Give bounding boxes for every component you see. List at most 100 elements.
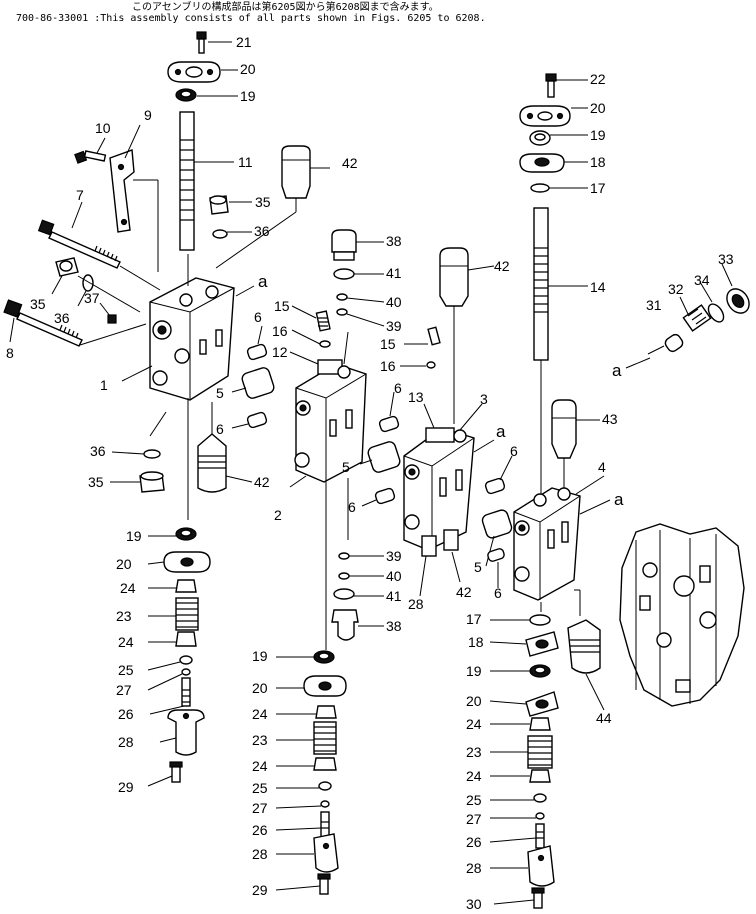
label-20-b: 20: [116, 556, 132, 572]
part-37-plug: [107, 314, 117, 324]
label-15: 15: [274, 298, 290, 314]
label-17: 17: [466, 611, 482, 627]
part-6-o-ring-mid: [378, 415, 400, 433]
part-24-retainer-mid-2: [313, 757, 337, 771]
label-a-2: a: [612, 361, 622, 380]
label-12: 12: [272, 344, 288, 360]
part-25-spacer-right: [533, 793, 547, 803]
part-40-washer: [336, 293, 348, 301]
part-24-retainer-right-2: [529, 769, 551, 783]
label-39: 39: [386, 318, 402, 334]
label-1: 1: [100, 377, 108, 393]
part-39-o-ring-low: [338, 552, 350, 560]
label-24-d: 24: [466, 716, 482, 732]
label-24-b: 24: [118, 634, 134, 650]
part-26-bolt: [181, 677, 191, 707]
label-23-b: 23: [252, 732, 268, 748]
label-30: 30: [466, 896, 482, 912]
label-32: 32: [668, 281, 684, 297]
part-32-spring: [682, 304, 712, 332]
middle-stack: [275, 229, 401, 895]
part-39-o-ring: [336, 308, 348, 316]
label-31: 31: [646, 297, 662, 313]
label-13: 13: [408, 389, 424, 405]
part-30-bolt: [533, 891, 543, 909]
label-19-b: 19: [126, 528, 142, 544]
part-38-plug-low: [331, 609, 359, 641]
label-19-d: 19: [466, 663, 482, 679]
label-4: 4: [598, 459, 606, 475]
label-21: 21: [236, 34, 252, 50]
label-2: 2: [274, 507, 282, 523]
label-34: 34: [694, 272, 710, 288]
part-25-spacer-mid: [318, 781, 332, 791]
label-10: 10: [95, 120, 111, 136]
part-21-bolt-head: [196, 31, 207, 40]
part-5-gasket-center: [481, 509, 513, 539]
label-29: 29: [118, 779, 134, 795]
part-21-bolt-shank: [198, 38, 205, 54]
label-42-b: 42: [494, 258, 510, 274]
label-35-c: 35: [88, 474, 104, 490]
center-stack: [400, 247, 513, 597]
label-33: 33: [718, 251, 734, 267]
label-25-c: 25: [466, 792, 482, 808]
label-20-d: 20: [466, 693, 482, 709]
part-28-cap-right: [527, 845, 555, 887]
label-9: 9: [144, 107, 152, 123]
part-41-o-ring-low: [333, 588, 355, 600]
label-36: 36: [254, 223, 270, 239]
label-40-b: 40: [386, 568, 402, 584]
label-41: 41: [386, 265, 402, 281]
label-16: 16: [272, 323, 288, 339]
label-26: 26: [118, 706, 134, 722]
label-20-c: 20: [252, 680, 268, 696]
assembled-valve-outline: [619, 523, 745, 707]
label-18: 18: [468, 634, 484, 650]
part-28-cap-mid: [313, 833, 339, 873]
part-23-spring: [175, 597, 199, 631]
part-16-o-ring: [319, 340, 331, 348]
label-28-b: 28: [408, 596, 424, 612]
part-24-retainer-2: [175, 631, 197, 647]
part-5-gasket: [241, 367, 275, 399]
label-41-b: 41: [386, 588, 402, 604]
header-japanese-note: このアセンブリの構成部品は第6205図から第6208図まで含みます。: [132, 2, 439, 13]
part-11-spool: [179, 111, 195, 251]
label-5-b: 5: [342, 459, 350, 475]
label-40: 40: [386, 294, 402, 310]
part-42-relief-valve-low: [197, 433, 227, 493]
part-3-valve-body: [403, 427, 475, 551]
a-arrows: [235, 285, 651, 515]
label-20: 20: [240, 61, 256, 77]
part-9-bracket: [109, 149, 135, 233]
callout-labels: 21 20 19 10 9 11 42 35 7 36 38 41 42 a 4…: [6, 34, 734, 912]
label-23: 23: [116, 608, 132, 624]
left-lower-stack: [147, 527, 211, 787]
label-7: 7: [76, 187, 84, 203]
part-14-spool: [533, 207, 549, 361]
label-24-c: 24: [252, 706, 268, 722]
label-18-b: 18: [590, 154, 606, 170]
label-24: 24: [120, 580, 136, 596]
part-29-bolt-mid: [319, 877, 329, 895]
label-19-c: 19: [252, 648, 268, 664]
label-20-e: 20: [590, 100, 606, 116]
part-38-plug: [331, 229, 357, 253]
part-36-o-ring-low: [143, 449, 161, 459]
part-8-tie-bolt: [3, 299, 23, 318]
part-5-gasket-mid: [367, 441, 401, 473]
part-24-retainer: [175, 579, 197, 593]
label-24-f: 24: [466, 768, 482, 784]
label-42-d: 42: [456, 584, 472, 600]
part-31-piston: [664, 333, 684, 353]
part-17-o-ring-right: [530, 183, 550, 193]
label-44: 44: [596, 710, 612, 726]
part-40-washer-low: [338, 572, 350, 580]
label-42: 42: [342, 155, 358, 171]
part-4-valve-body: [513, 487, 581, 601]
part-15-check: [315, 310, 331, 332]
part-22-bolt: [545, 73, 557, 82]
label-27-b: 27: [252, 800, 268, 816]
part-16-o-ring-center: [426, 361, 436, 369]
